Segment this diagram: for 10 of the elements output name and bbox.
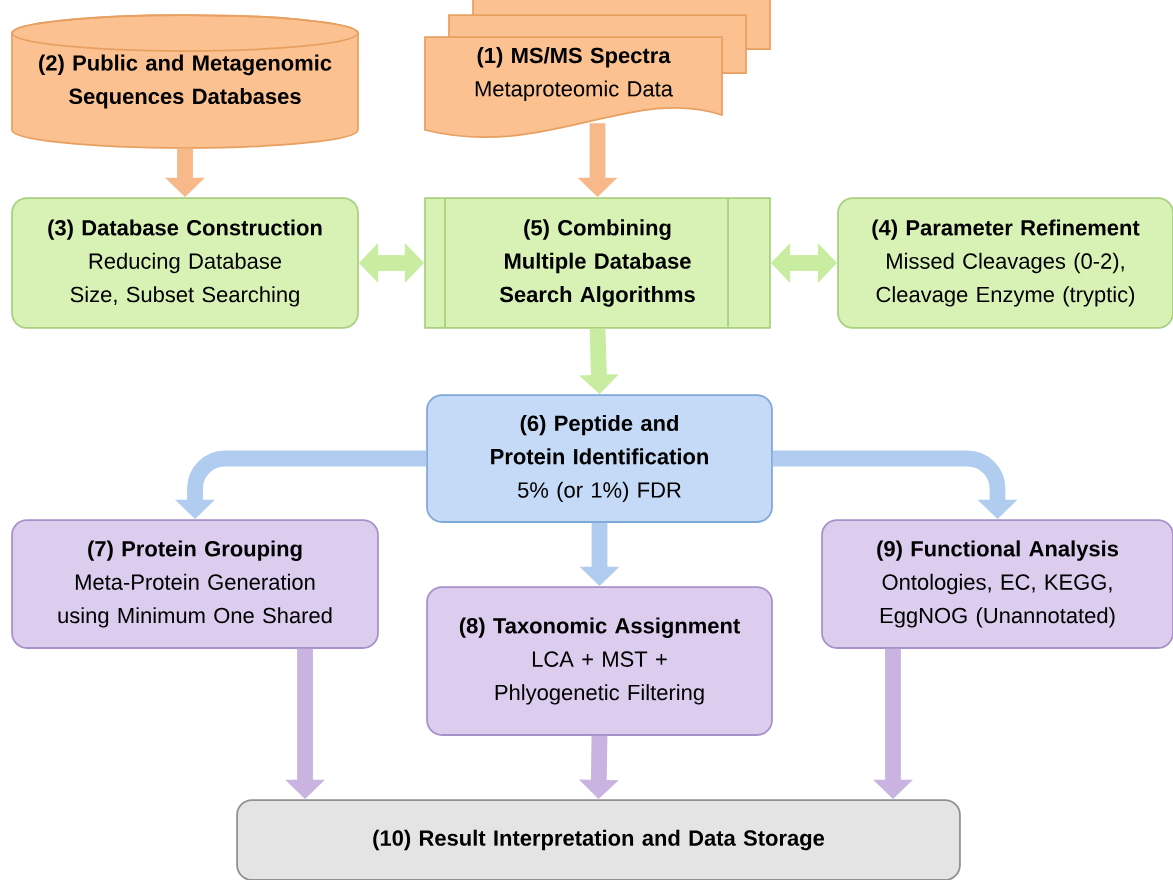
process-box: (4) Parameter Refinement Missed Cleavages (0-2), Cleavage Enzyme (tryptic) [837,197,1173,329]
database-cylinder: (2) Public and Metagenomic Sequences Databases [11,14,359,149]
process-box: (9) Functional Analysis Ontologies, EC, KEGG, EggNOG (Unannotated) [821,519,1173,649]
process-box: (8) Taxonomic Assignment LCA + MST + Phlyogenetic Filtering [426,586,773,736]
process-box: (7) Protein Grouping Meta-Protein Generation using Minimum One Shared [11,519,379,649]
process-box: (3) Database Construction Reducing Database Size, Subset Searching [11,197,359,329]
process-box: (6) Peptide and Protein Identification 5% (or 1%) FDR [426,394,773,523]
predefined-process-box: (5) Combining Multiple Database Search Algorithms [424,197,771,329]
document-stack: (1) MS/MS Spectra Metaproteomic Data [424,0,771,139]
process-box: (10) Result Interpretation and Data Storage [236,799,961,880]
